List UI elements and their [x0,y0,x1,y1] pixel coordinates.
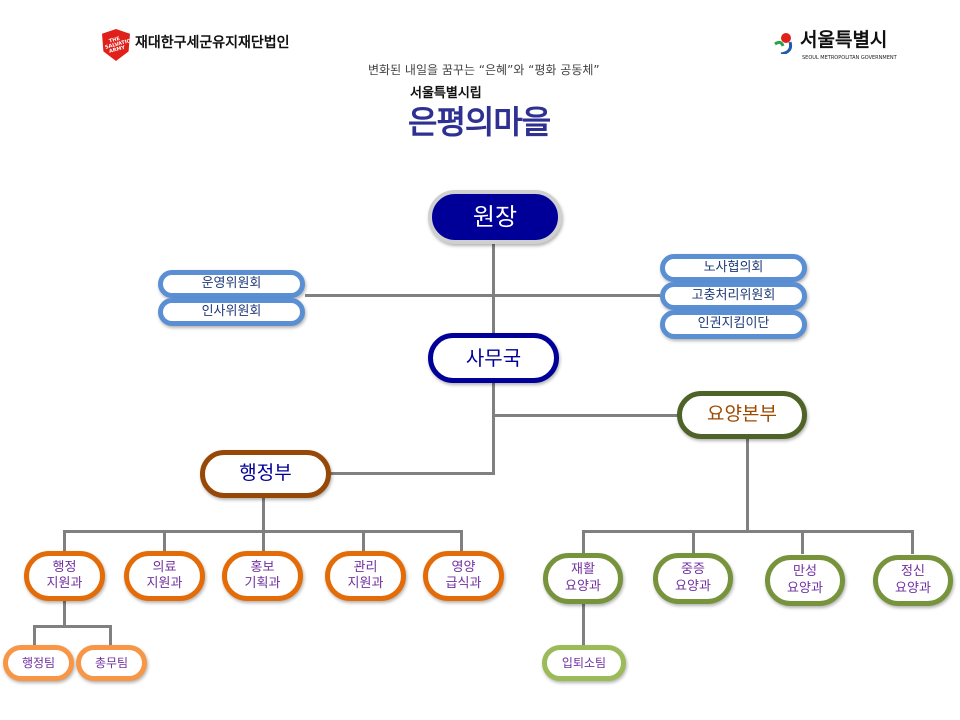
node-team: 총무팀 [76,645,147,681]
connector [330,472,495,475]
connector [746,438,749,532]
connector [582,530,585,554]
node-committee: 노사협의회 [660,254,807,282]
connector [33,625,112,628]
connector [492,244,495,334]
node-admin-dept: 행정부 [200,450,331,498]
connector [262,530,265,552]
connector [582,530,914,533]
subtitle: 서울특별시립 [410,86,482,101]
node-section: 중증 요양과 [653,553,733,604]
seoul-logo-text: 서울특별시 [800,29,888,51]
node-committee: 고충처리위원회 [660,282,807,310]
connector [801,530,804,554]
node-care-dept: 요양본부 [677,391,807,439]
connector [33,625,36,646]
node-committee: 인사위원회 [158,298,305,326]
connector [163,530,166,552]
node-committee: 운영위원회 [158,270,305,298]
node-section: 의료 지원과 [124,551,205,601]
connector [63,530,66,552]
connector [305,294,660,297]
connector [692,530,695,554]
node-section: 영양 급식과 [423,551,504,601]
seoul-logo-icon [773,32,795,56]
node-section: 정신 요양과 [873,555,953,606]
node-director: 원장 [428,190,562,244]
node-section: 재활 요양과 [543,553,623,604]
org-name: 재대한구세군유지재단법인 [135,35,290,51]
connector [492,382,495,475]
salvation-army-logo: THE SALVATION ARMY [102,29,130,61]
seoul-logo-subtext: SEOUL METROPOLITAN GOVERNMENT [802,55,897,61]
connector [582,603,585,646]
connector [911,530,914,554]
node-section: 홍보 기획과 [222,551,303,601]
node-team: 입퇴소팀 [542,645,626,681]
page-title: 은평의마을 [408,103,551,141]
connector [494,414,678,417]
node-section: 만성 요양과 [765,555,845,606]
node-section: 행정 지원과 [24,551,105,601]
salvation-army-logo-text: THE SALVATION ARMY [104,35,136,55]
node-secretariat: 사무국 [428,333,559,383]
connector [362,530,365,552]
connector [63,600,66,627]
connector [109,625,112,646]
slogan: 변화된 내일을 꿈꾸는 “은혜”와 “평화 공동체” [368,63,600,77]
connector [460,530,463,552]
node-team: 행정팀 [3,645,74,681]
connector [262,497,265,532]
node-committee: 인권지킴이단 [660,310,807,339]
node-section: 관리 지원과 [325,551,406,601]
